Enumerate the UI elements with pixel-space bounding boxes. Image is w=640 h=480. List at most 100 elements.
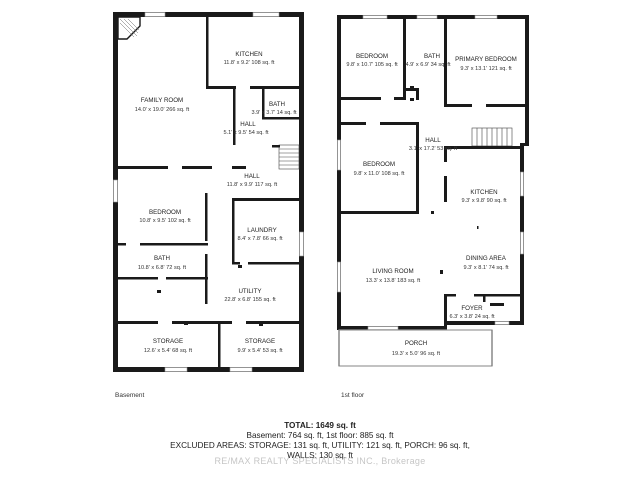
first-wall [431, 211, 434, 214]
first-window [494, 321, 510, 325]
basement-door-marker [238, 265, 242, 268]
basement-wall [232, 262, 240, 265]
basement-door-marker [259, 323, 263, 326]
first-outer-wall [337, 15, 341, 330]
first-hall-dims: 3.1' x 17.2' 53 sq. ft [409, 146, 458, 152]
first-outer-wall [447, 321, 524, 325]
first-wall [490, 303, 504, 306]
basement-door-marker [184, 322, 188, 325]
basement-kitchen-name: KITCHEN [235, 51, 262, 58]
first-porch-dims: 19.3' x 5.0' 96 sq. ft [392, 351, 441, 357]
basement-wall [166, 277, 208, 280]
first-window [520, 231, 524, 255]
walls-area-line: WALLS: 130 sq. ft [287, 451, 353, 460]
first-wall [444, 146, 447, 162]
first-window [520, 171, 524, 197]
basement-family-room-name: FAMILY ROOM [141, 97, 183, 104]
first-wall [341, 97, 381, 100]
first-wall [416, 122, 419, 212]
first-floor-label: 1st floor [341, 392, 365, 399]
first-wall [486, 104, 526, 107]
basement-wall [233, 89, 236, 145]
basement-bedroom-name: BEDROOM [149, 209, 181, 216]
first-wall [403, 88, 419, 91]
basement-wall [206, 17, 209, 89]
basement-bath-dims: 10.8' x 6.8' 72 sq. ft [138, 265, 187, 271]
first-foyer-dims: 6.3' x 3.8' 24 sq. ft [449, 314, 494, 320]
basement-hall-top-name: HALL [240, 121, 256, 128]
first-door-marker [440, 270, 443, 274]
first-wall [444, 146, 524, 149]
first-window [337, 261, 341, 293]
basement-wall [232, 198, 300, 201]
basement-wall [248, 262, 300, 265]
first-wall [403, 19, 406, 99]
basement-utility-dims: 22.8' x 6.8' 155 sq. ft [224, 297, 276, 303]
basement-wall [262, 117, 300, 120]
first-window [367, 326, 399, 330]
basement-bedroom-dims: 10.8' x 9.5' 102 sq. ft [139, 218, 191, 224]
first-primary-bedroom-dims: 9.3' x 13.1' 121 sq. ft [460, 66, 512, 72]
fireplace-icon [117, 16, 141, 40]
first-dining-area-dims: 9.3' x 8.1' 74 sq. ft [463, 265, 508, 271]
basement-storage-right-dims: 9.9' x 5.4' 53 sq. ft [237, 348, 282, 354]
basement-floor-label: Basement [115, 392, 144, 399]
first-hall-name: HALL [425, 137, 441, 144]
basement-stairs [272, 144, 300, 170]
basement-wall [118, 321, 158, 324]
first-outer-wall [525, 15, 529, 143]
first-wall [416, 88, 419, 100]
basement-window [299, 231, 304, 257]
basement-family-room-dims: 14.0' x 19.0' 266 sq. ft [135, 107, 190, 113]
first-window [337, 139, 341, 171]
brokerage-watermark: RE/MAX REALTY SPECIALISTS INC., Brokerag… [214, 456, 426, 466]
first-wall [444, 294, 456, 297]
first-wall [394, 97, 406, 100]
basement-wall [118, 277, 158, 280]
basement-hall-top-dims: 5.1' x 9.5' 54 sq. ft [223, 130, 268, 136]
basement-outer-wall-right [299, 12, 304, 372]
first-window [362, 15, 388, 19]
first-door-marker [410, 98, 414, 101]
basement-storage-right-name: STORAGE [245, 338, 275, 345]
basement-window [252, 12, 280, 17]
basement-utility-name: UTILITY [238, 288, 261, 295]
first-floor-stairs [471, 127, 513, 147]
first-kitchen-dims: 9.3' x 9.8' 90 sq. ft [461, 198, 506, 204]
basement-storage-left-name: STORAGE [153, 338, 183, 345]
basement-hall-mid-dims: 11.8' x 9.9' 117 sq. ft [227, 182, 278, 188]
first-wall [380, 122, 418, 125]
floor-areas-line: Basement: 764 sq. ft, 1st floor: 885 sq.… [246, 431, 394, 440]
basement-laundry-dims: 8.4' x 7.8' 66 sq. ft [237, 236, 282, 242]
first-living-room-dims: 13.3' x 13.8' 183 sq. ft [366, 278, 421, 284]
first-wall [474, 294, 524, 297]
first-bedroom-mid-name: BEDROOM [363, 161, 395, 168]
first-foyer-name: FOYER [461, 305, 483, 312]
first-window [416, 15, 438, 19]
first-dining-area-name: DINING AREA [466, 255, 507, 262]
basement-wall [205, 193, 208, 241]
first-outer-wall [520, 143, 529, 146]
basement-wall [232, 198, 235, 262]
first-bedroom-top-dims: 9.8' x 10.7' 105 sq. ft [346, 62, 398, 68]
basement-outer-wall-top [113, 12, 304, 17]
basement-wall [140, 243, 208, 246]
first-wall [444, 104, 472, 107]
first-door-marker [410, 86, 414, 89]
first-wall [444, 176, 447, 202]
basement-wall [182, 166, 212, 169]
basement-bath-top-dims: 3.9' x 3.7' 14 sq. ft [251, 110, 296, 116]
total-value: 1649 sq. ft [315, 421, 356, 430]
basement-bath-top-name: BATH [269, 101, 285, 108]
basement-wall [206, 86, 236, 89]
first-living-room-name: LIVING ROOM [372, 268, 413, 275]
basement-kitchen-dims: 11.8' x 9.2' 108 sq. ft [224, 60, 275, 66]
first-door-marker [477, 226, 479, 229]
basement-wall [262, 89, 265, 119]
basement-wall [218, 321, 221, 367]
basement-window [164, 367, 188, 372]
first-wall [341, 122, 366, 125]
first-primary-bedroom-name: PRIMARY BEDROOM [455, 56, 517, 63]
porch-outline [338, 329, 493, 367]
